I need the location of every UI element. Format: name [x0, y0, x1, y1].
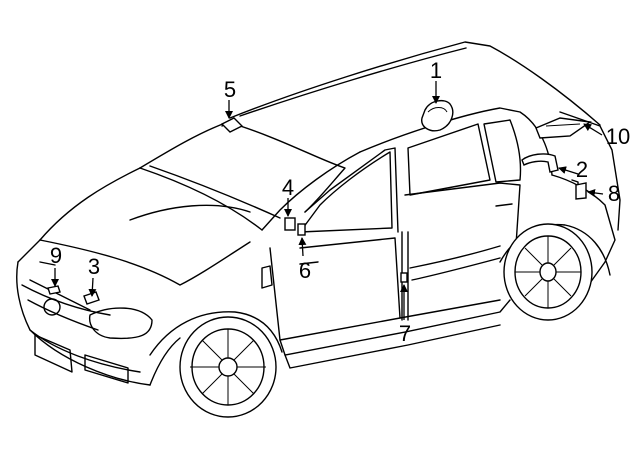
- part-9-front-label: [47, 285, 61, 295]
- callout-4: 4: [282, 175, 294, 200]
- rear-wheel: [503, 223, 593, 321]
- leader-lines: [51, 81, 604, 320]
- callout-5: 5: [224, 77, 236, 102]
- part-1-roof-module: [421, 99, 454, 132]
- callout-9: 9: [50, 243, 62, 268]
- callout-3: 3: [88, 254, 100, 279]
- part-6-door-sticker: [297, 223, 306, 236]
- callout-1: 1: [430, 58, 442, 83]
- part-2-rear-strip: [521, 153, 559, 173]
- front-wheel: [179, 316, 277, 418]
- callout-labels: 1 2 3 4 5 6 7 8 9 10: [50, 58, 630, 346]
- callout-10: 10: [606, 124, 630, 149]
- part-8-rear-label: [575, 182, 587, 200]
- car-outline: [16, 41, 621, 386]
- part-5-windshield-sticker: [220, 117, 244, 133]
- part-7-pillar-label: [400, 272, 408, 283]
- part-10-rear-panel: [535, 117, 592, 139]
- callout-2: 2: [576, 157, 588, 182]
- callout-7: 7: [399, 321, 411, 346]
- callout-8: 8: [608, 181, 620, 206]
- callout-6: 6: [299, 258, 311, 283]
- part-4-door-label: [284, 217, 296, 231]
